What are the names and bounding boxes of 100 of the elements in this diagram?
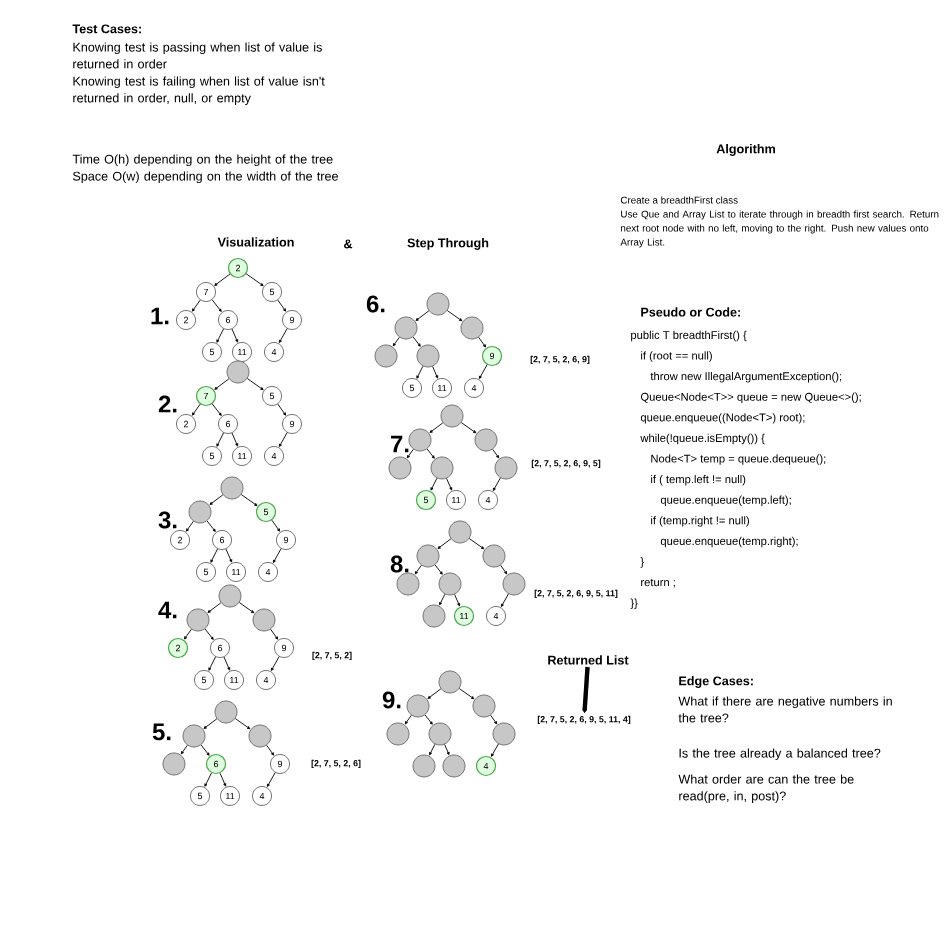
arrow — [211, 403, 222, 416]
arrow — [277, 403, 287, 416]
arrow — [392, 336, 400, 347]
arrow — [246, 378, 264, 391]
arrow — [444, 744, 450, 755]
visited-node — [442, 754, 466, 778]
arrow — [211, 299, 222, 312]
arrow — [406, 448, 414, 459]
visited-node — [226, 360, 250, 384]
visited-node — [430, 456, 454, 480]
arrow — [234, 718, 251, 730]
step-number: 7. — [391, 435, 409, 453]
arrow — [446, 478, 453, 491]
arrow — [432, 366, 439, 379]
visited-node — [220, 476, 244, 500]
visited-node — [448, 520, 472, 544]
arrow — [414, 564, 422, 575]
arrow — [582, 666, 590, 714]
visited-node — [406, 694, 430, 718]
arrow — [404, 714, 412, 725]
visited-node — [440, 404, 464, 428]
arrow — [238, 602, 255, 614]
visited-node — [248, 724, 272, 748]
visited-node — [408, 428, 432, 452]
visited-node — [186, 608, 210, 632]
visited-node — [472, 694, 496, 718]
arrow — [430, 477, 438, 491]
arrow — [209, 494, 224, 505]
arrow — [458, 688, 475, 700]
arrow — [434, 564, 443, 575]
arrow — [184, 628, 192, 640]
visited-node — [428, 722, 452, 746]
visited-node — [388, 456, 412, 480]
arrow — [412, 336, 421, 347]
visited-node — [492, 722, 516, 746]
arrow — [231, 432, 239, 447]
visited-node — [438, 572, 462, 596]
arrow — [478, 364, 488, 379]
arrow — [478, 336, 486, 348]
arrow — [206, 520, 216, 532]
visited-node — [426, 292, 450, 316]
arrow — [266, 772, 276, 787]
arrow — [278, 432, 288, 447]
arrow — [424, 714, 433, 725]
arrow — [240, 494, 258, 506]
visited-node — [416, 544, 440, 568]
arrow — [492, 448, 500, 459]
arrow — [180, 744, 188, 755]
arrow — [270, 656, 280, 671]
visited-node — [502, 572, 526, 596]
arrow — [429, 743, 436, 756]
visited-node — [394, 316, 418, 340]
arrow — [266, 744, 275, 756]
arrow — [490, 714, 498, 725]
visited-node — [214, 700, 238, 724]
step-number: 2. — [158, 395, 177, 413]
arrow — [223, 656, 231, 671]
step-number: 4. — [158, 601, 177, 619]
arrow — [437, 538, 452, 549]
arrow — [427, 688, 442, 699]
step-number: 1. — [151, 307, 169, 325]
arrow — [416, 365, 424, 379]
arrow — [185, 520, 194, 532]
step-number: 3. — [158, 511, 177, 529]
visited-node — [494, 456, 518, 480]
arrow — [219, 772, 227, 787]
arrow — [214, 378, 230, 390]
visited-node — [482, 544, 506, 568]
step-number: 5. — [152, 723, 171, 741]
arrow — [492, 477, 501, 491]
arrow — [277, 299, 287, 312]
visited-node — [252, 608, 276, 632]
arrow — [203, 718, 218, 729]
step-number: 6. — [366, 295, 385, 313]
visited-node — [412, 754, 436, 778]
visited-node — [188, 500, 212, 524]
arrow — [429, 422, 444, 433]
arrow — [271, 519, 281, 532]
arrow — [204, 628, 214, 640]
arrow — [191, 403, 201, 416]
visited-node — [374, 344, 398, 368]
visited-node — [162, 752, 186, 776]
visited-node — [218, 584, 242, 608]
arrow — [204, 772, 212, 787]
arrow — [207, 602, 222, 613]
arrow — [214, 273, 231, 286]
arrow — [191, 299, 201, 312]
arrow — [454, 594, 460, 607]
arrow — [225, 548, 233, 563]
visited-node — [422, 604, 446, 628]
visited-node — [438, 670, 462, 694]
visited-node — [416, 344, 440, 368]
arrow — [460, 422, 477, 434]
arrow — [208, 656, 217, 671]
arrow — [210, 548, 219, 563]
arrow — [468, 538, 485, 550]
visited-node — [182, 724, 206, 748]
arrow — [446, 310, 463, 322]
arrow — [216, 432, 225, 447]
arrow — [245, 273, 264, 287]
